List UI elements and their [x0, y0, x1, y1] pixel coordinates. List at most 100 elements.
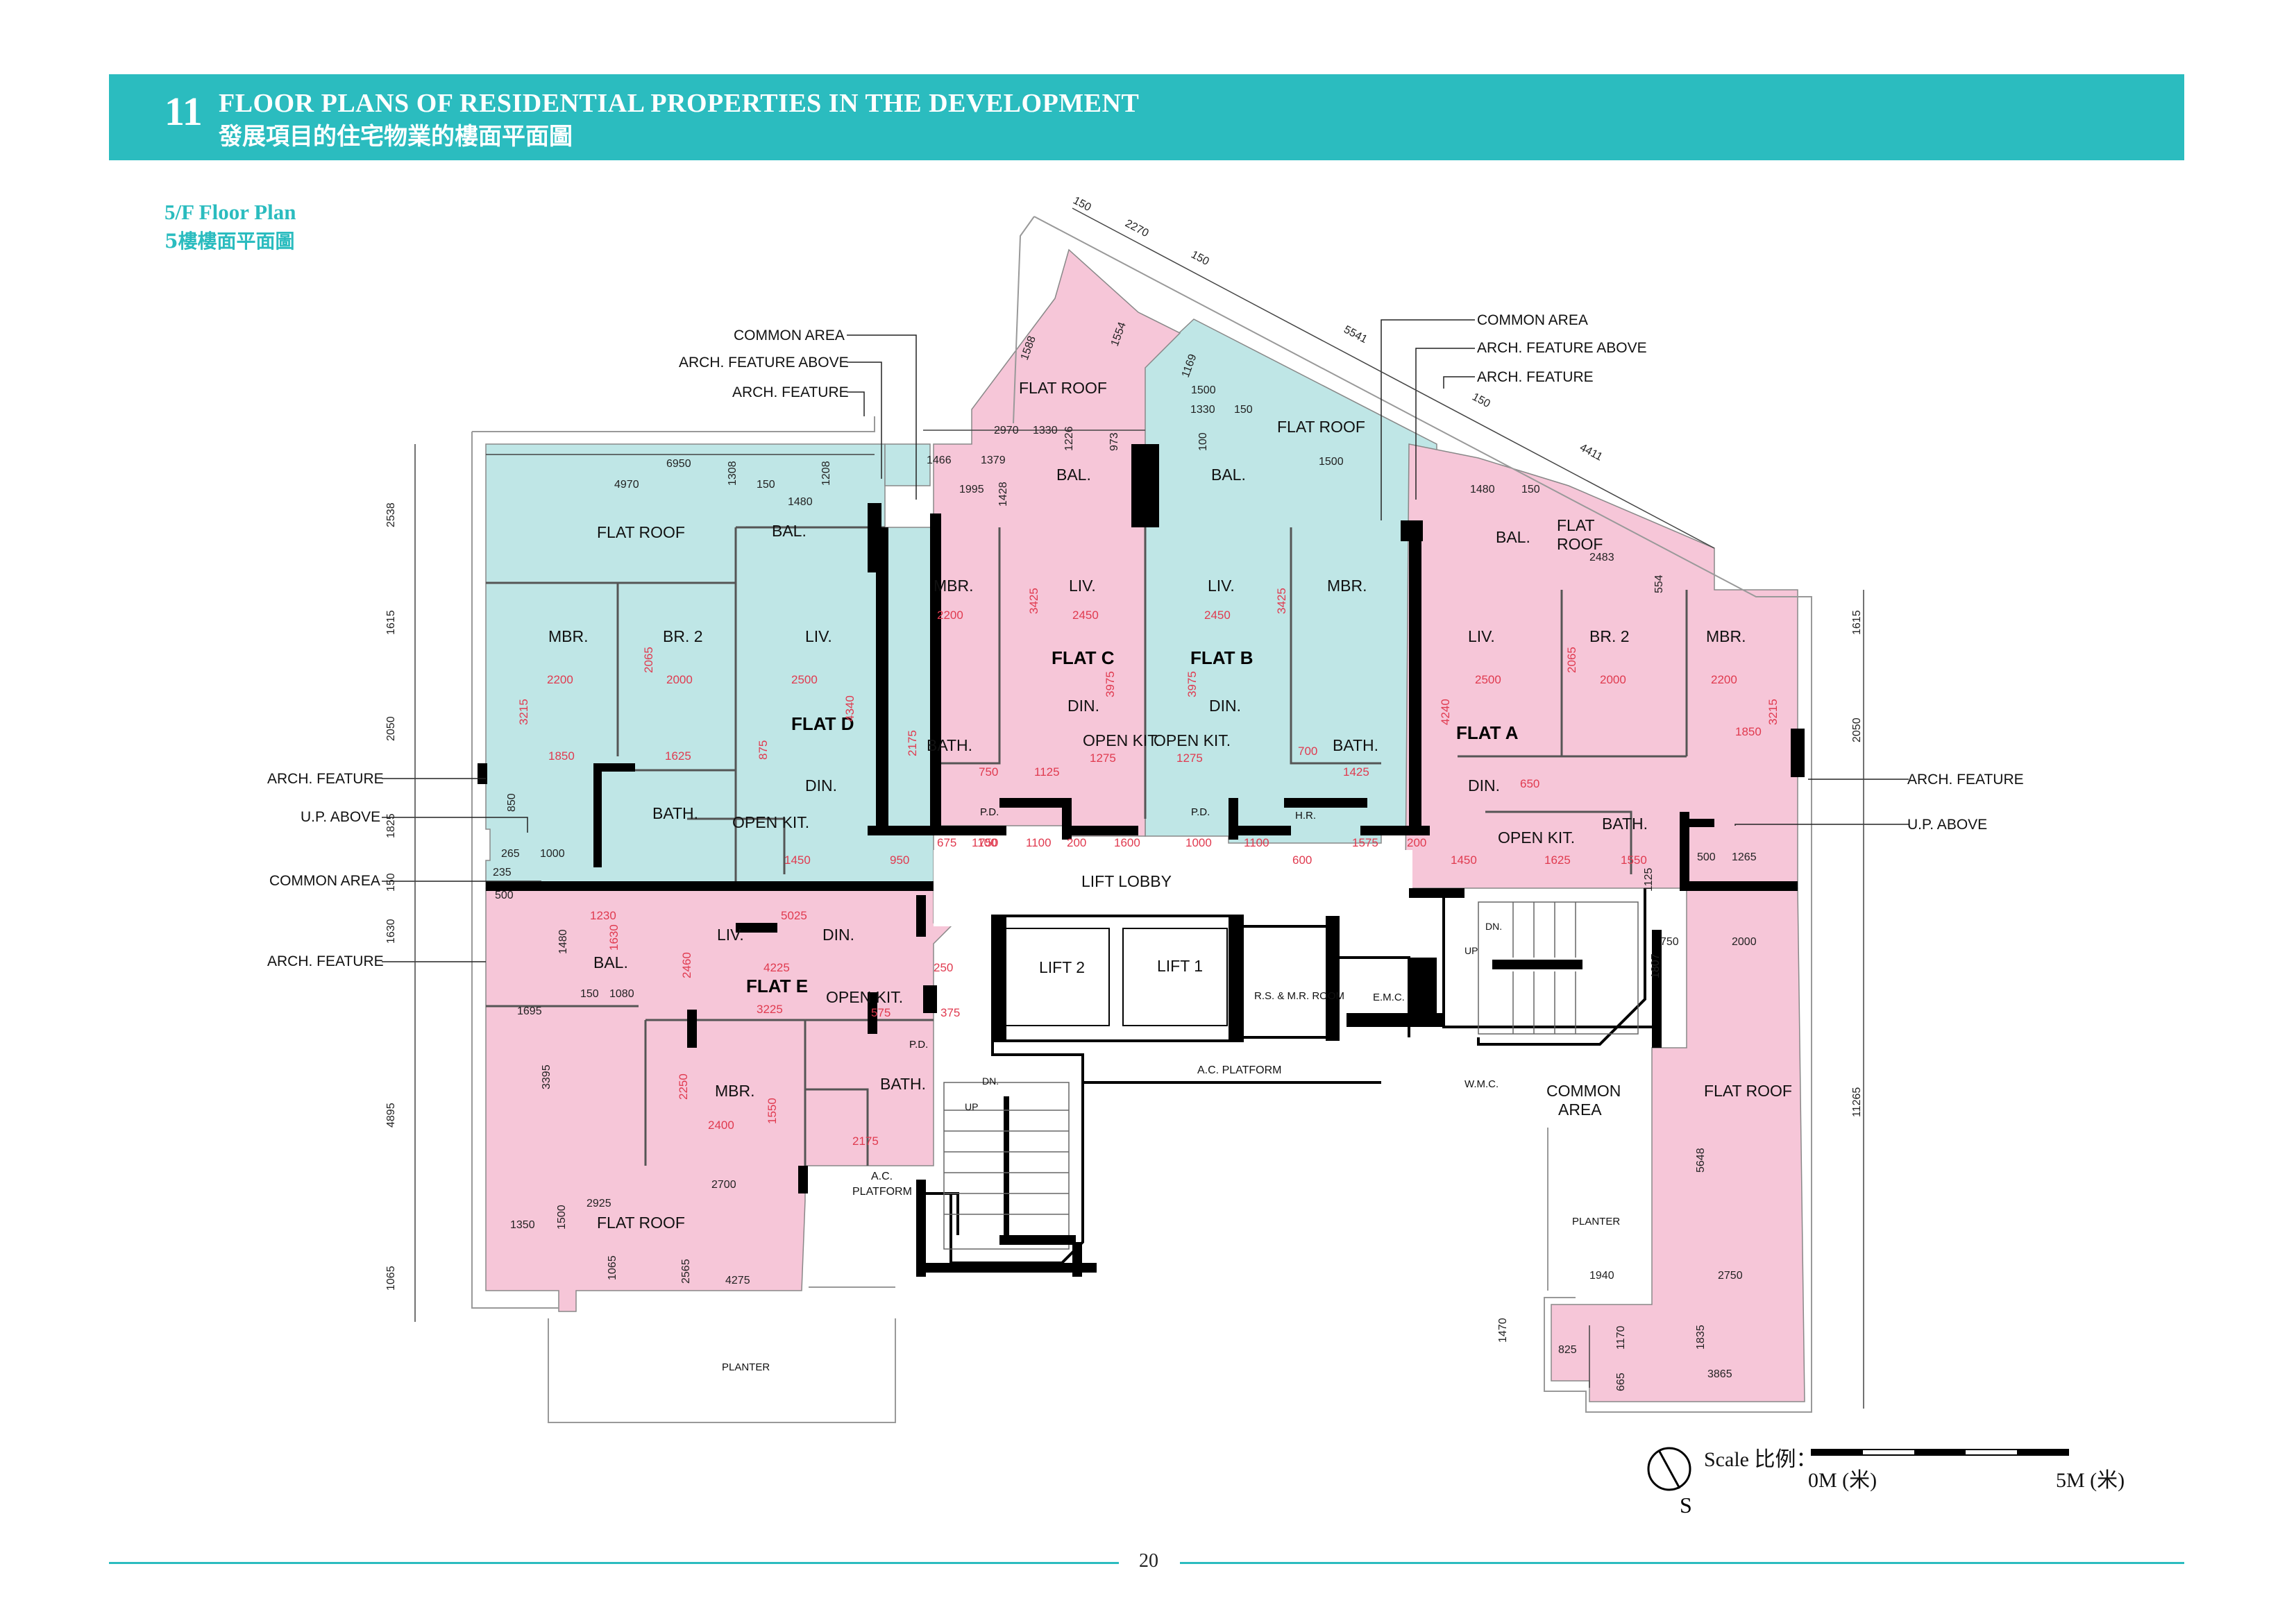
- red-dim-47: 5025: [781, 909, 807, 922]
- dim-bot-150: 150: [580, 988, 599, 1000]
- dim-top-150b: 150: [1189, 249, 1211, 269]
- structural-walls[interactable]: [478, 444, 1805, 1277]
- flat-c-flat-roof-label: FLAT ROOF: [1019, 379, 1107, 397]
- plan-title-en: 5/F Floor Plan: [164, 200, 296, 224]
- area-label: AREA: [1558, 1101, 1602, 1119]
- flat-d-liv-label: LIV.: [805, 627, 832, 645]
- flat-d-label: FLAT D: [791, 713, 854, 734]
- site-outline: [471, 216, 1812, 1423]
- dim-top-973: 100: [1197, 432, 1209, 451]
- flat-b-liv-label: LIV.: [1208, 577, 1235, 595]
- red-dim-42: 1275: [1090, 751, 1116, 765]
- section-number: 11: [164, 89, 203, 134]
- stair-left: [943, 1082, 1070, 1250]
- dim-top-1500a: 1500: [1191, 384, 1216, 396]
- flat-c-liv-label: LIV.: [1069, 577, 1096, 595]
- flat-d-roof: [884, 443, 931, 486]
- plan-title-zh: 5樓樓面平面圖: [164, 230, 295, 253]
- dim-bot-1500: 1500: [556, 1205, 568, 1230]
- red-dim-22: 950: [890, 853, 909, 867]
- dim-bot-235: 235: [493, 867, 512, 878]
- lift-lobby: [934, 850, 1412, 926]
- dim-bot-2750: 2750: [1718, 1270, 1743, 1282]
- red-dim-16: 4240: [1439, 699, 1452, 725]
- dim-left-1615: 1615: [385, 610, 397, 635]
- red-dim-40: 750: [979, 765, 998, 779]
- section-title-zh: 發展項目的住宅物業的樓面平面圖: [219, 123, 573, 151]
- dim-top-4411: 4411: [1578, 442, 1604, 464]
- flat-d-openkit-label: OPEN KIT.: [732, 813, 809, 831]
- flat-e-label: FLAT E: [746, 976, 808, 996]
- callout-arch-feature-tl: ARCH. FEATURE: [732, 384, 849, 400]
- dim-top-1308: 1308: [727, 461, 738, 486]
- red-dim-33: 200: [1407, 836, 1426, 849]
- flat-c-bath-label: BATH.: [927, 736, 972, 754]
- red-dim-4: 2450: [1204, 609, 1231, 622]
- red-dim-28: 1600: [1114, 836, 1140, 849]
- red-dim-19: 1850: [548, 749, 575, 763]
- flat-a-openkit-label: OPEN KIT.: [1498, 829, 1575, 847]
- scale-five-label: 5M (米): [2056, 1469, 2125, 1492]
- dim-bot-2925: 2925: [586, 1198, 611, 1209]
- page-number: 20: [1139, 1550, 1158, 1572]
- flat-e-liv-label: LIV.: [717, 926, 744, 944]
- dim-top-554: 554: [1653, 575, 1665, 593]
- red-dim-29: 1000: [1185, 836, 1212, 849]
- dim-right-11265: 11265: [1851, 1087, 1863, 1117]
- red-dim-53: 2175: [852, 1135, 879, 1148]
- flat-e-openkit-label: OPEN KIT.: [826, 988, 903, 1006]
- red-dim-44: 1425: [1343, 765, 1369, 779]
- flat-a-din-label: DIN.: [1468, 776, 1500, 794]
- dim-bot-825: 825: [1558, 1344, 1577, 1356]
- flat-e-area: [485, 887, 956, 1312]
- flat-a-label: FLAT A: [1456, 722, 1519, 743]
- dim-bot-850: 850: [506, 793, 518, 812]
- red-dim-8: 2200: [1711, 673, 1737, 686]
- red-dim-56: 2460: [680, 952, 693, 978]
- flat-c-openkit-label: OPEN KIT.: [1083, 731, 1160, 749]
- red-dim-7: 2000: [1600, 673, 1626, 686]
- dim-top-150c: 150: [1470, 391, 1492, 411]
- flat-a-br2-label: BR. 2: [1589, 627, 1630, 645]
- flat-d-br2-label: BR. 2: [663, 627, 703, 645]
- scale-bar: [1811, 1449, 2069, 1456]
- red-dim-11: 4340: [843, 695, 856, 722]
- stair-dn-label: DN.: [982, 1076, 999, 1087]
- red-dim-15: 3425: [1275, 588, 1288, 614]
- dim-bot-665: 665: [1615, 1373, 1627, 1391]
- flat-e-din-label: DIN.: [822, 926, 854, 944]
- flat-e-pd-label: P.D.: [909, 1039, 928, 1051]
- flat-a-liv-label: LIV.: [1468, 627, 1495, 645]
- red-dim-0: 2200: [547, 673, 573, 686]
- dim-top-4970: 4970: [614, 479, 639, 491]
- red-dim-55: 1630: [607, 924, 621, 951]
- right-flat-roof-label: FLAT ROOF: [1704, 1082, 1792, 1100]
- dim-top-2270: 2270: [1123, 218, 1150, 240]
- red-dim-2: 2500: [791, 673, 818, 686]
- red-dim-13: 3975: [1104, 671, 1117, 697]
- right-flat-roof: [1551, 887, 1805, 1402]
- dim-bot-750: 750: [1660, 936, 1679, 948]
- callout-arch-feature-above-tr: ARCH. FEATURE ABOVE: [1477, 340, 1647, 356]
- dim-top-150a: 150: [1071, 195, 1093, 214]
- red-dim-3: 2450: [1072, 609, 1099, 622]
- ac-platform-core-label: A.C. PLATFORM: [1197, 1064, 1282, 1076]
- callout-up-above-r: U.P. ABOVE: [1907, 817, 1987, 833]
- dim-top-1480: 1480: [788, 496, 813, 508]
- dim-top-1480b: 1480: [1470, 484, 1495, 495]
- dim-top-150e: 150: [1234, 404, 1253, 416]
- dim-left-1630: 1630: [385, 919, 397, 944]
- north-label: S: [1680, 1493, 1692, 1518]
- ac-platform-label: PLATFORM: [852, 1186, 912, 1198]
- red-dim-48: 4225: [763, 961, 790, 974]
- red-dim-45: 700: [1298, 745, 1317, 758]
- red-dim-31: 600: [1292, 853, 1312, 867]
- flat-d-din-label: DIN.: [805, 776, 837, 794]
- dim-bot-1265: 1265: [1732, 851, 1757, 863]
- dim-bot-1000: 1000: [540, 848, 565, 860]
- red-dim-51: 2250: [677, 1073, 690, 1100]
- dim-bot-5648: 5648: [1695, 1148, 1707, 1173]
- callout-common-area-l: COMMON AREA: [269, 873, 380, 889]
- north-arrow-icon: [1647, 1447, 1691, 1491]
- dim-top-1330b: 1330: [1190, 404, 1215, 416]
